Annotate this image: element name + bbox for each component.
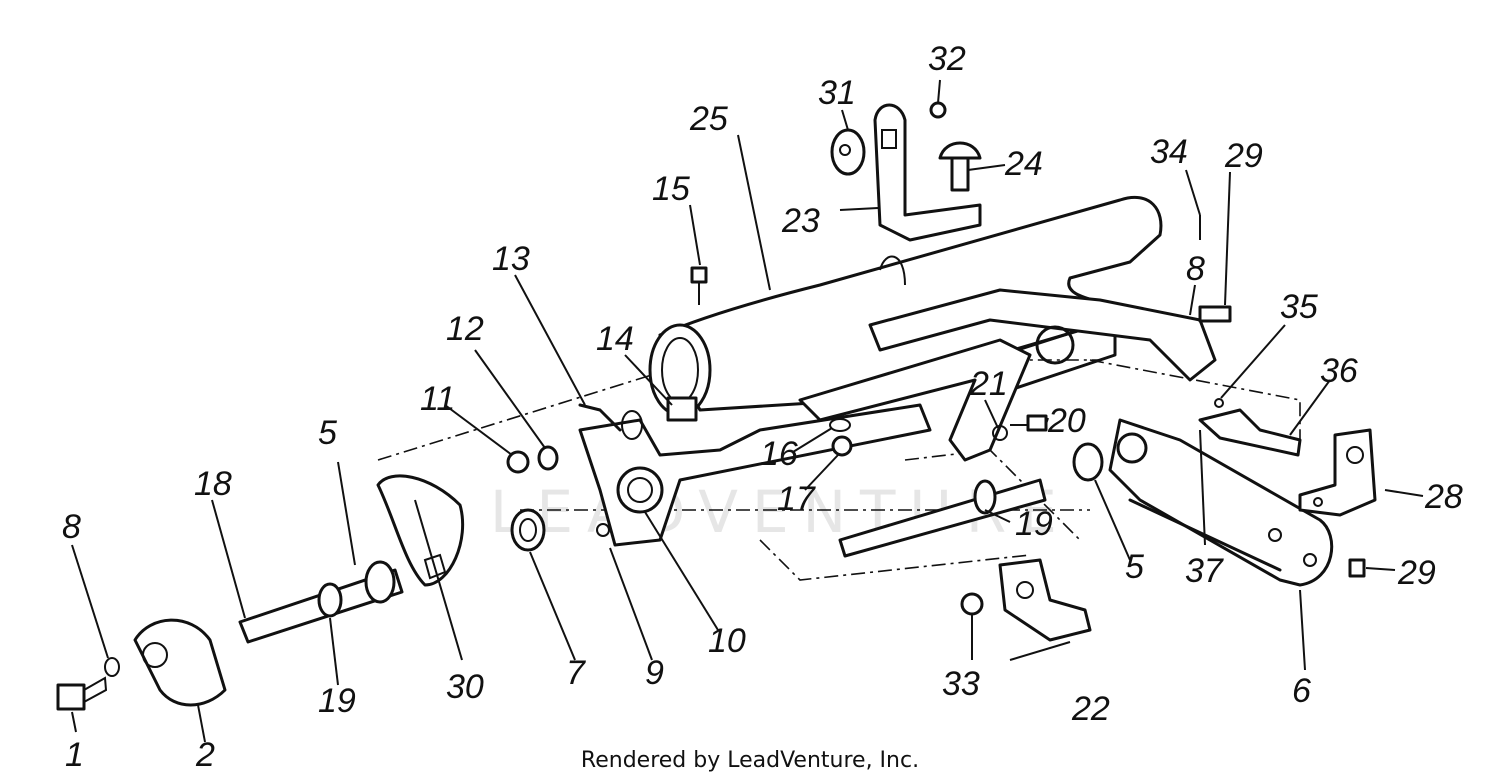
callout-8-right: 8 — [1186, 250, 1205, 288]
washer-12 — [537, 445, 559, 471]
callout-11: 11 — [420, 380, 455, 418]
angle-bracket-28 — [1298, 428, 1377, 517]
callout-37: 37 — [1185, 552, 1224, 590]
callout-1: 1 — [65, 736, 84, 774]
callout-22: 22 — [1071, 690, 1110, 728]
bolt-15 — [690, 266, 708, 305]
callout-30: 30 — [446, 668, 484, 706]
pivot-bracket — [578, 403, 932, 547]
eye-plate-31 — [830, 128, 866, 176]
bushing-5-right — [1072, 432, 1148, 482]
callout-10: 10 — [708, 622, 746, 660]
callout-29-upper: 29 — [1224, 137, 1263, 175]
washer-8-left — [104, 657, 120, 677]
shaft-19-right — [838, 478, 1047, 558]
callout-5-right: 5 — [1125, 548, 1144, 586]
spacer-19-left — [317, 582, 343, 618]
nut-17 — [831, 435, 853, 457]
callout-17: 17 — [777, 480, 816, 518]
callout-19-right: 19 — [1015, 505, 1053, 543]
callouts: 1 2 5 5 6 7 8 8 9 10 11 12 13 14 15 16 1… — [62, 40, 1463, 774]
spring-13 — [578, 403, 643, 440]
callout-15: 15 — [652, 170, 690, 208]
gear-2 — [133, 618, 227, 707]
callout-24: 24 — [1004, 145, 1043, 183]
callout-33: 33 — [942, 665, 980, 703]
bushing-5-left — [364, 560, 396, 604]
carriage-bolt-24 — [938, 141, 982, 192]
callout-19-left: 19 — [318, 682, 356, 720]
callout-20: 20 — [1047, 402, 1086, 440]
washer-21 — [992, 425, 1008, 441]
angle-bracket-22 — [998, 558, 1092, 642]
callout-35: 35 — [1280, 288, 1318, 326]
washer-16 — [829, 418, 851, 432]
bushing-14 — [666, 396, 698, 422]
footer-credit: Rendered by LeadVenture, Inc. — [580, 748, 920, 773]
nut-11 — [506, 450, 530, 474]
callout-23: 23 — [781, 202, 820, 240]
callout-18: 18 — [194, 465, 232, 503]
nut-33 — [960, 592, 984, 616]
bolt-29-upper — [1198, 305, 1232, 323]
callout-29-lower: 29 — [1397, 554, 1436, 592]
cam-plate-30 — [376, 474, 465, 587]
callout-13: 13 — [492, 240, 530, 278]
bolt-20 — [1010, 414, 1048, 432]
callout-14: 14 — [596, 320, 634, 358]
clip-37 — [1198, 398, 1302, 457]
callout-7: 7 — [566, 654, 586, 692]
callout-5-left: 5 — [318, 414, 337, 452]
callout-12: 12 — [446, 310, 484, 348]
collar-7 — [510, 508, 546, 552]
bolt-32 — [929, 101, 947, 119]
callout-2: 2 — [195, 736, 215, 774]
callout-32: 32 — [928, 40, 966, 78]
callout-25: 25 — [689, 100, 728, 138]
upright-bracket-23 — [873, 103, 982, 286]
lift-arm — [798, 288, 1217, 462]
callout-8-left: 8 — [62, 508, 81, 546]
callout-28: 28 — [1424, 478, 1463, 516]
bolt-1 — [56, 676, 108, 711]
callout-31: 31 — [818, 74, 856, 112]
callout-36: 36 — [1320, 352, 1358, 390]
callout-9: 9 — [645, 654, 664, 692]
callout-34: 34 — [1150, 133, 1188, 171]
callout-21: 21 — [969, 365, 1008, 403]
callout-6: 6 — [1292, 672, 1311, 710]
callout-16: 16 — [760, 435, 798, 473]
bolt-29-lower — [1348, 558, 1366, 578]
leader-lines — [71, 79, 1424, 743]
